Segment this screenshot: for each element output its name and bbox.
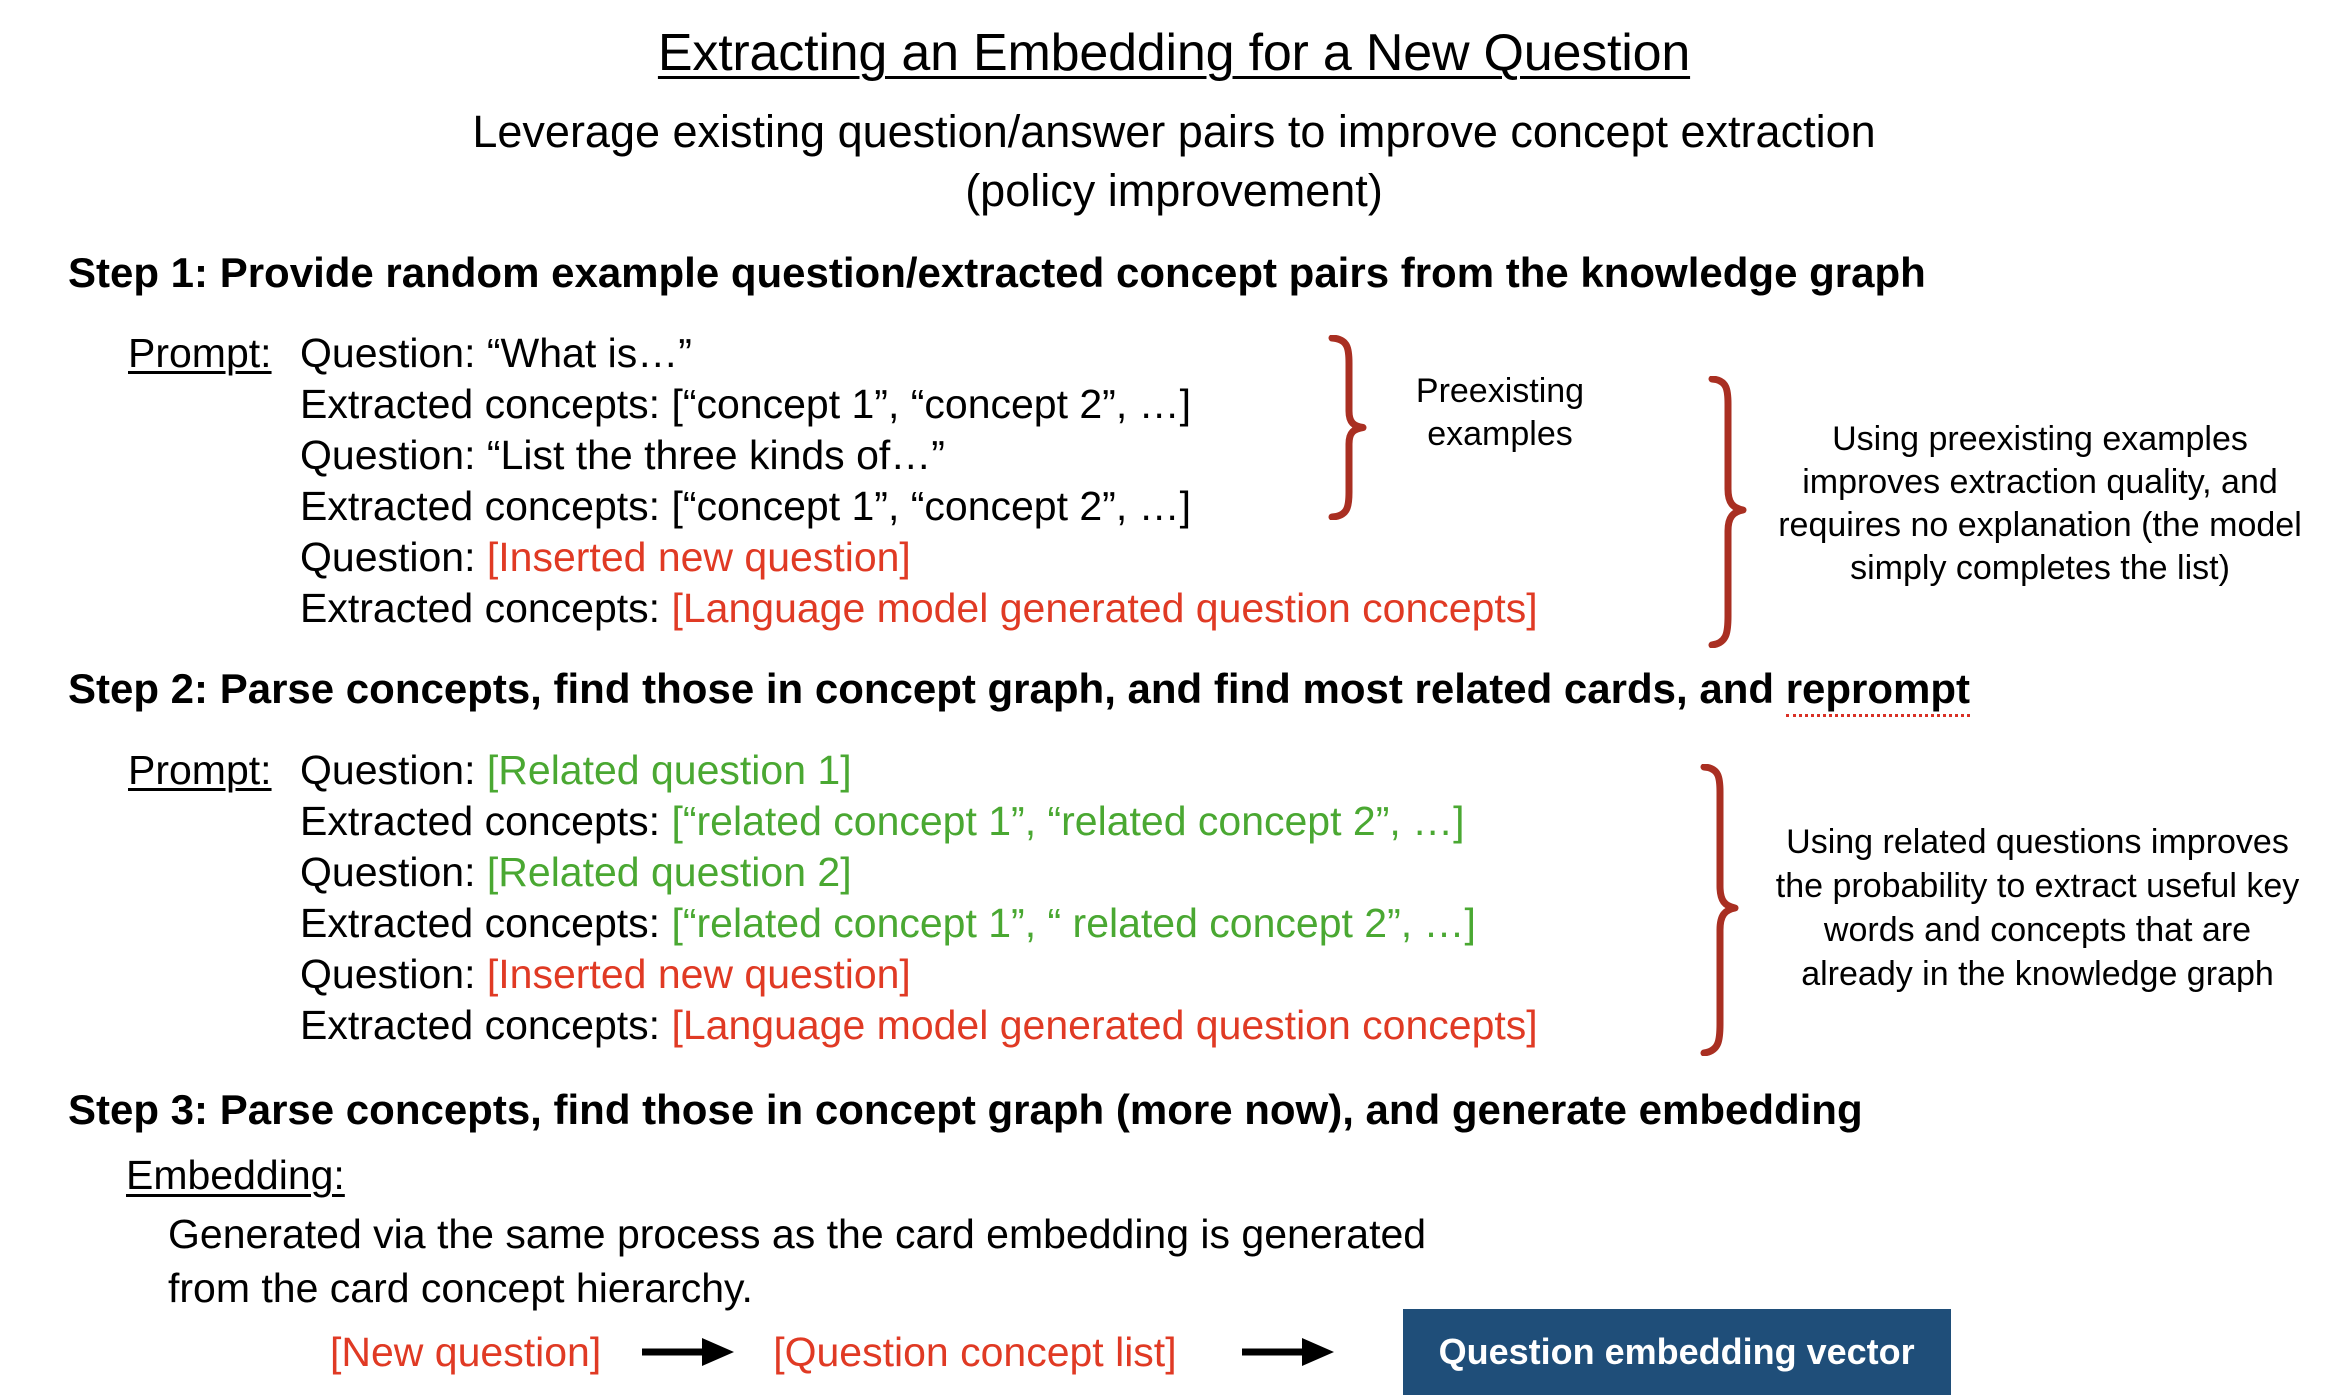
flow-node-new-question: [New question]: [330, 1329, 602, 1375]
step-2-heading: Step 2: Parse concepts, find those in co…: [68, 664, 1971, 717]
embedding-description-line-2: from the card concept hierarchy.: [168, 1265, 753, 1311]
embedding-label: Embedding:: [126, 1152, 345, 1198]
page-title: Extracting an Embedding for a New Questi…: [0, 22, 2348, 84]
page-subtitle-line-1: Leverage existing question/answer pairs …: [472, 106, 1876, 157]
prompt-line-static: Question:: [300, 534, 487, 580]
step-2-prompt-label: Prompt:: [128, 747, 272, 793]
prompt-line: Question: [Related question 2]: [300, 847, 1538, 898]
prompt-line-value: [Language model generated question conce…: [671, 585, 1538, 631]
prompt-line-static: Question: “What is…”: [300, 330, 692, 376]
prompt-line-value: [Related question 2]: [486, 849, 852, 895]
step-2-heading-misspelled-word: reprompt: [1785, 665, 1971, 717]
prompt-line-value: [Related question 1]: [486, 747, 852, 793]
step-2-prompt-lines: Question: [Related question 1] Extracted…: [300, 745, 1538, 1051]
page-subtitle: Leverage existing question/answer pairs …: [0, 102, 2348, 220]
prompt-line: Extracted concepts: [“related concept 1”…: [300, 898, 1538, 949]
prompt-line-value: [Inserted new question]: [486, 534, 911, 580]
prompt-line: Extracted concepts: [“related concept 1”…: [300, 796, 1538, 847]
arrow-right-icon: [1229, 1328, 1347, 1376]
embedding-flow-row: [New question] [Question concept list] Q…: [330, 1309, 1951, 1395]
annotation-step-2-right: Using related questions improves the pro…: [1775, 823, 2300, 993]
prompt-line-value: [“related concept 1”, “ related concept …: [671, 900, 1476, 946]
flow-node-question-concept-list: [Question concept list]: [773, 1329, 1177, 1375]
prompt-line: Extracted concepts: [Language model gene…: [300, 583, 1538, 634]
prompt-line: Extracted concepts: [Language model gene…: [300, 1000, 1538, 1051]
prompt-line-static: Question:: [300, 849, 487, 895]
embedding-description-line-1: Generated via the same process as the ca…: [168, 1211, 1427, 1257]
prompt-line: Question: [Inserted new question]: [300, 949, 1538, 1000]
brace-step-1-right: [1700, 376, 1756, 648]
prompt-line-static: Extracted concepts:: [300, 585, 672, 631]
step-1-prompt-lines: Question: “What is…” Extracted concepts:…: [300, 328, 1538, 634]
prompt-line-value: [Inserted new question]: [486, 951, 911, 997]
prompt-line-value: [Language model generated question conce…: [671, 1002, 1538, 1048]
flow-node-question-embedding-vector: Question embedding vector: [1402, 1309, 1951, 1395]
prompt-line: Question: [Related question 1]: [300, 745, 1538, 796]
page-title-text: Extracting an Embedding for a New Questi…: [657, 24, 1691, 82]
prompt-line-static: Extracted concepts: [“concept 1”, “conce…: [300, 483, 1192, 529]
annotation-line: Preexisting: [1415, 372, 1585, 410]
arrow-right-icon: [629, 1328, 747, 1376]
step-1-prompt-block: Prompt: Question: “What is…” Extracted c…: [128, 328, 1538, 634]
annotation-step-1-right: Using preexisting examples improves extr…: [1778, 420, 2302, 587]
step-2-heading-text: Step 2: Parse concepts, find those in co…: [68, 665, 1786, 712]
annotation-line: examples: [1427, 415, 1573, 453]
page-subtitle-line-2: (policy improvement): [965, 165, 1383, 216]
prompt-line: Question: “List the three kinds of…”: [300, 430, 1538, 481]
prompt-line-static: Question:: [300, 951, 487, 997]
step-3-heading: Step 3: Parse concepts, find those in co…: [68, 1086, 1863, 1133]
prompt-line-static: Extracted concepts:: [300, 798, 672, 844]
step-2-prompt-block: Prompt: Question: [Related question 1] E…: [128, 745, 1538, 1051]
step-1-prompt-label: Prompt:: [128, 330, 272, 376]
step-1-heading: Step 1: Provide random example question/…: [68, 249, 1926, 296]
prompt-line: Extracted concepts: [“concept 1”, “conce…: [300, 481, 1538, 532]
annotation-preexisting-examples: Preexisting examples: [1365, 370, 1635, 456]
embedding-description: Generated via the same process as the ca…: [168, 1207, 1426, 1315]
prompt-line-static: Extracted concepts: [“concept 1”, “conce…: [300, 381, 1192, 427]
brace-step-2-right: [1692, 764, 1748, 1056]
prompt-line-static: Extracted concepts:: [300, 900, 672, 946]
prompt-line: Extracted concepts: [“concept 1”, “conce…: [300, 379, 1538, 430]
prompt-line-static: Question:: [300, 747, 487, 793]
prompt-line: Question: “What is…”: [300, 328, 1538, 379]
prompt-line: Question: [Inserted new question]: [300, 532, 1538, 583]
prompt-line-value: [“related concept 1”, “related concept 2…: [671, 798, 1465, 844]
prompt-line-static: Question: “List the three kinds of…”: [300, 432, 945, 478]
prompt-line-static: Extracted concepts:: [300, 1002, 672, 1048]
